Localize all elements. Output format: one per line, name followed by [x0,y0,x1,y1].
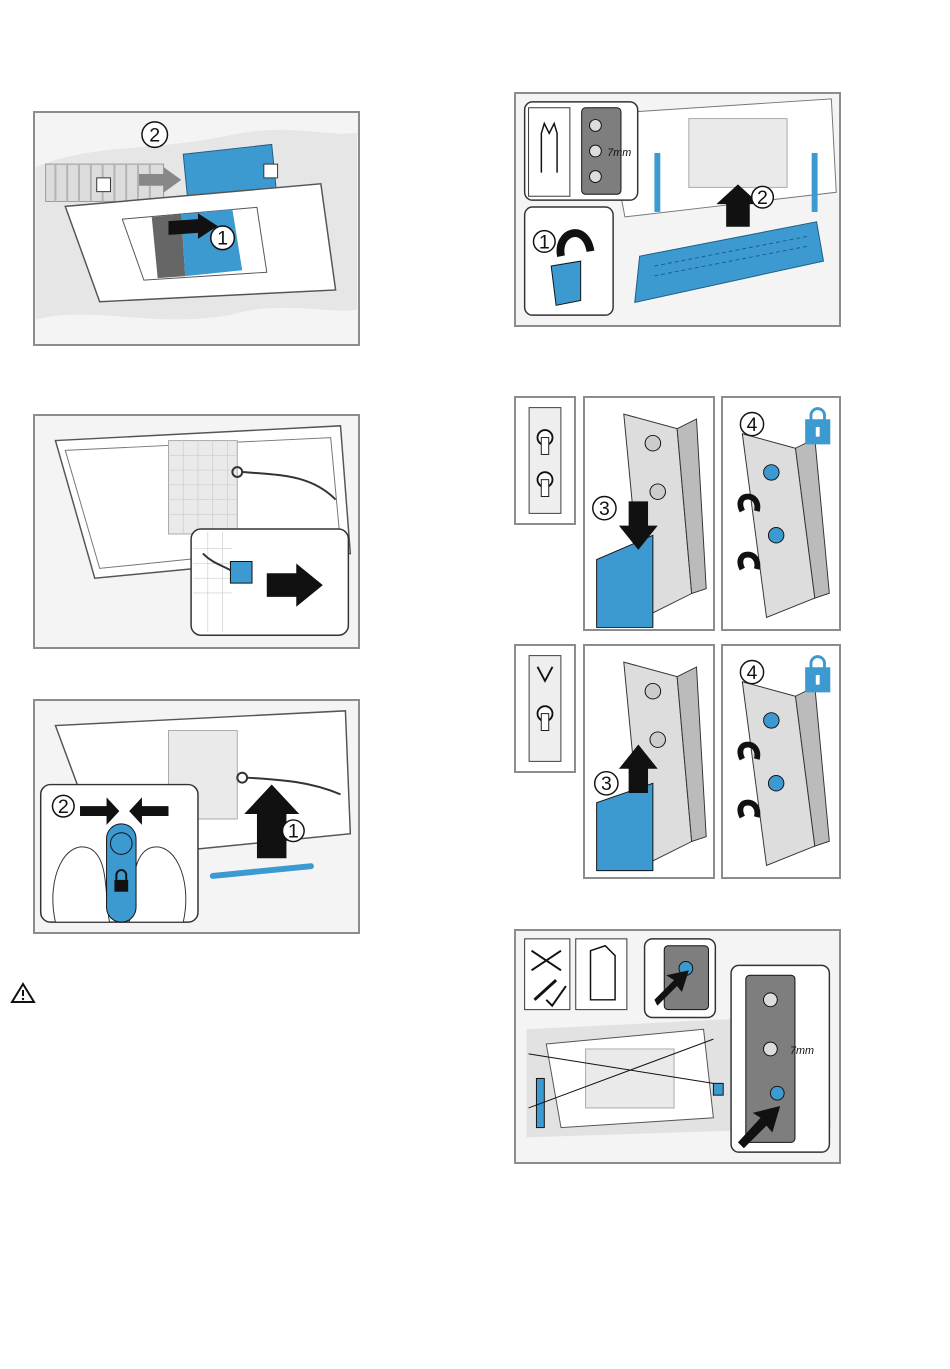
figure-ceiling-screws: 7mm [514,929,841,1164]
figure-duct-connection: 1 2 [33,111,360,346]
figure-unplug-cable [33,414,360,649]
figure-slide-up: 3 [583,644,715,879]
step-number: 4 [747,663,758,684]
figure-slot-variant [514,644,576,773]
step-number: 1 [217,228,228,250]
lock-icon [805,657,830,693]
step-number: 3 [599,498,610,520]
figure-mount-plate: 2 7mm 1 [514,92,841,327]
dimension-label: 7mm [790,1045,814,1057]
lock-icon [805,409,830,445]
step-number: 2 [149,125,160,147]
figure-slide-down: 3 [583,396,715,631]
step-number: 2 [58,796,69,818]
torx-bit-icon [529,108,570,196]
no-power-screwdriver-icon [525,939,570,1010]
figure-tighten-screws: 4 [721,396,841,631]
warning-triangle-icon [10,982,36,1004]
figure-keyhole-slot [514,396,576,525]
figure-grease-filter-rail: 1 2 [33,699,360,934]
step-number: 2 [757,187,768,209]
step-number: 4 [747,415,758,436]
step-number: 1 [288,821,299,843]
dimension-label: 7mm [607,147,631,159]
figure-tighten-screws-2: 4 [721,644,841,879]
step-number: 3 [601,773,612,795]
hex-bit-icon [576,939,627,1010]
step-number: 1 [539,231,550,253]
